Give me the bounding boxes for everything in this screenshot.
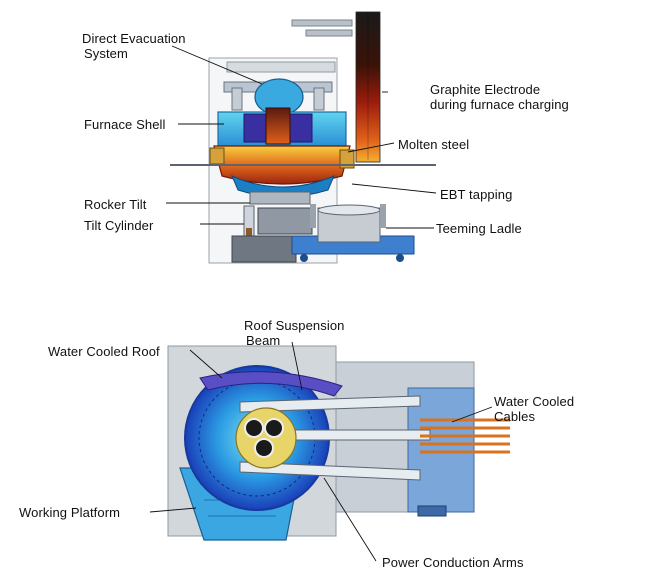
label-ebt-tapping: EBT tapping [440, 187, 513, 202]
cable-clamp [417, 505, 447, 517]
leader-power-conduction [323, 477, 377, 562]
label-teeming-ladle: Teeming Ladle [436, 221, 522, 236]
electrode-position [244, 418, 264, 438]
electrode-arm-lower [305, 29, 353, 37]
graphite-electrode-assembly [291, 11, 381, 163]
leader-direct-evacuation [171, 45, 263, 85]
ladle-car-wheel [396, 254, 404, 262]
ladle-trunnion-right [380, 204, 386, 228]
graphite-electrode [355, 11, 381, 163]
label-roof-suspension-line1: Roof Suspension [244, 318, 345, 333]
label-water-cooled-cables-line1: Water Cooled [494, 394, 575, 409]
tilt-cylinder-rod [246, 228, 252, 236]
electrode-position [264, 418, 284, 438]
label-graphite-electrode-line2: during furnace charging [430, 97, 569, 112]
leader-ebt-tapping [351, 183, 437, 194]
rocker-tilt-beam [249, 191, 311, 205]
conduction-arm-1 [239, 395, 421, 413]
label-molten-steel: Molten steel [398, 137, 470, 152]
leader-working-platform [149, 507, 197, 513]
inner-electrode [265, 107, 291, 145]
leader-water-cooled-roof [189, 349, 223, 379]
electrode-delta [235, 407, 297, 469]
label-rocker-tilt: Rocker Tilt [84, 197, 147, 212]
foundation-pier [257, 207, 313, 235]
top-leader-lines [166, 45, 437, 229]
tapping-spout [339, 149, 355, 169]
water-cooled-cables-group [420, 418, 510, 454]
electrode-arm [291, 19, 353, 27]
tilt-mechanism [231, 191, 313, 263]
label-direct-evacuation: Direct Evacuation System [82, 31, 186, 61]
electrode-position [254, 438, 274, 458]
roof-lifter-right [313, 87, 325, 111]
leader-molten-steel [347, 142, 395, 153]
ladle-rim [317, 204, 381, 216]
label-roof-suspension-line2: Beam [246, 333, 281, 348]
label-furnace-shell: Furnace Shell [84, 117, 166, 132]
slag-door [209, 147, 225, 165]
conduction-arm-3 [239, 461, 421, 481]
leader-water-cooled-cables [451, 406, 493, 423]
leader-roof-suspension [291, 341, 303, 391]
label-water-cooled-roof: Water Cooled Roof [48, 344, 160, 359]
label-direct-evacuation-line2: System [84, 46, 128, 61]
teeming-ladle-car [291, 204, 415, 262]
label-working-platform: Working Platform [19, 505, 121, 520]
roof-lifter-left [231, 87, 243, 111]
cable-support-frame [407, 387, 475, 513]
label-direct-evacuation-line1: Direct Evacuation [82, 31, 186, 46]
label-graphite-electrode: Graphite Electrode during furnace chargi… [430, 82, 569, 112]
bottom-furnace-plan-view [149, 341, 510, 562]
label-graphite-electrode-line1: Graphite Electrode [430, 82, 541, 97]
top-furnace-cross-section [166, 11, 437, 264]
label-water-cooled-cables: Water Cooled Cables [494, 394, 574, 424]
bottom-leader-lines [149, 341, 493, 562]
label-water-cooled-cables-line2: Cables [494, 409, 536, 424]
label-power-conduction-arms: Power Conduction Arms [382, 555, 524, 570]
label-tilt-cylinder: Tilt Cylinder [84, 218, 154, 233]
roof-suspension-beam [199, 371, 343, 397]
ladle-car-wheel [300, 254, 308, 262]
ladle-trunnion-left [310, 204, 316, 228]
foundation-block [231, 235, 297, 263]
direct-evacuation-duct [223, 78, 333, 116]
column-cap [226, 61, 336, 73]
label-roof-suspension-beam: Roof Suspension Beam [244, 318, 345, 348]
